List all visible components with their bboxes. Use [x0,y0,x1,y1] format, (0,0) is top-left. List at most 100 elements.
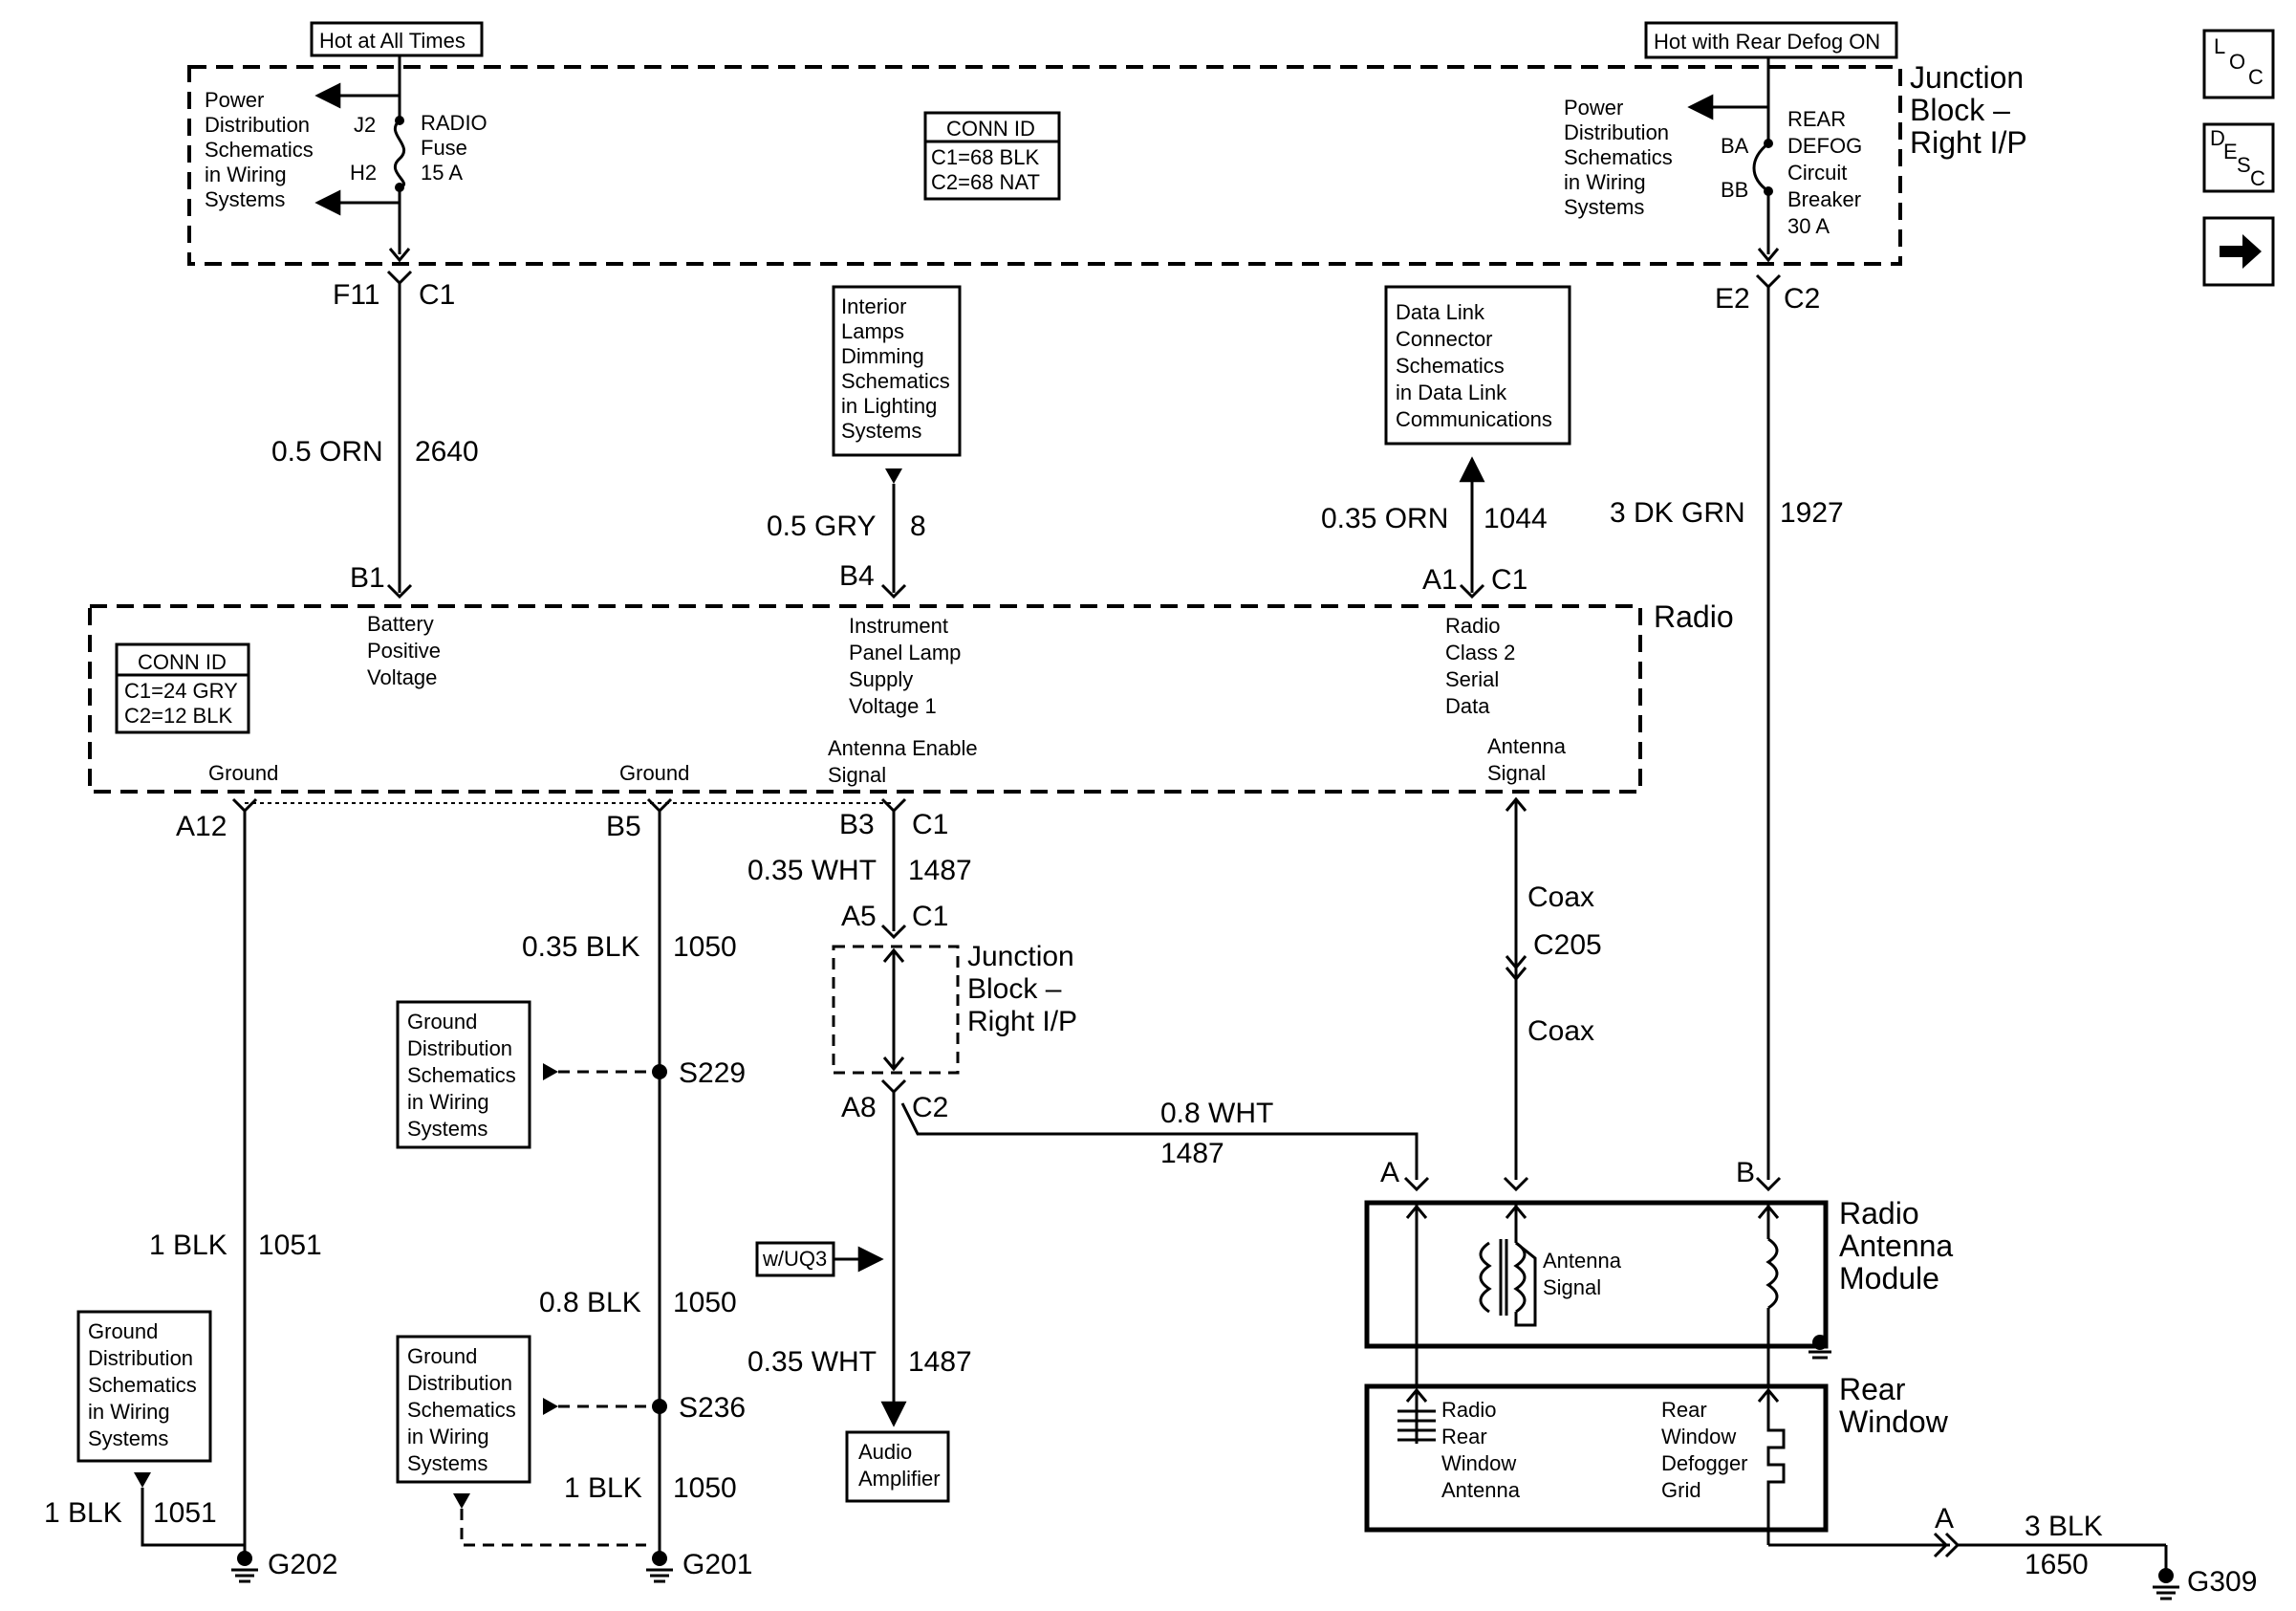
radio-antenna-enable-label: Antenna Enable Signal [828,736,978,787]
svg-text:Block –: Block – [967,973,1062,1005]
radio-title: Radio [1654,599,1734,634]
svg-text:Power: Power [1564,96,1623,120]
wire-1blk-label: 1 BLK [149,1230,227,1261]
radio-class2-label: Radio Class 2 Serial Data [1445,614,1515,718]
svg-text:Rear: Rear [1661,1398,1707,1422]
svg-text:Hot at All Times: Hot at All Times [319,29,466,53]
svg-text:Instrument: Instrument [849,614,948,638]
pin-h2: H2 [350,161,377,185]
jb-pin-a5-c1: C1 [912,901,948,932]
jb-pin-a5: A5 [841,901,877,932]
radio-pin-b3: B3 [839,809,875,840]
svg-text:C1=24 GRY: C1=24 GRY [124,679,238,703]
radio-battery-label: Battery Positive Voltage [367,612,441,689]
radio-ground-1: Ground [208,761,278,785]
svg-text:Schematics: Schematics [1564,145,1673,169]
svg-text:Amplifier: Amplifier [858,1467,941,1491]
wire-08blk-label: 0.8 BLK [539,1287,641,1318]
pin-e2: E2 [1715,283,1750,315]
wire-1blk-b-label: 1 BLK [44,1497,122,1529]
splice-s229: S229 [679,1057,746,1089]
svg-text:REAR: REAR [1787,107,1846,131]
svg-text:Interior: Interior [841,294,906,318]
svg-text:Fuse: Fuse [421,136,467,160]
svg-text:Radio: Radio [1445,614,1500,638]
ground-g201: G201 [682,1549,752,1580]
loc-button[interactable]: L O C [2202,29,2275,99]
radio-fuse-label: RADIO Fuse 15 A [421,111,487,185]
wire-1050-b-label: 1050 [673,1287,737,1318]
wire-1blk-1050-label: 1 BLK [564,1472,642,1504]
wire-035wht-label: 0.35 WHT [747,855,877,886]
svg-text:Block –: Block – [1910,93,2010,127]
wire-1050-c-label: 1050 [673,1472,737,1504]
radio-pin-b3-c1: C1 [912,809,948,840]
module-pin-a: A [1380,1157,1399,1188]
junction-block-top [187,65,1902,266]
svg-text:Signal: Signal [1543,1275,1601,1299]
audio-amplifier-box: Audio Amplifier [845,1430,950,1503]
radio-antenna-signal-label: Antenna Signal [1487,734,1567,785]
svg-text:Breaker: Breaker [1787,187,1861,211]
radio-ip-lamp-label: Instrument Panel Lamp Supply Voltage 1 [849,614,961,718]
svg-text:w/UQ3: w/UQ3 [762,1247,827,1271]
wire-1051-label: 1051 [258,1230,322,1261]
svg-text:Ground: Ground [88,1319,158,1343]
jb-pin-a8: A8 [841,1092,877,1123]
wire-1044-label: 1044 [1484,503,1548,534]
next-page-button[interactable] [2202,216,2275,287]
svg-text:in Wiring: in Wiring [205,163,287,186]
svg-text:Signal: Signal [1487,761,1546,785]
wire-1487-a-label: 1487 [908,855,972,886]
svg-text:RADIO: RADIO [421,111,487,135]
ground-icon-g201 [646,1568,673,1583]
svg-text:in Wiring: in Wiring [407,1425,489,1448]
rear-window-pin-a: A [1935,1503,1954,1535]
wire-2640-label: 2640 [415,436,479,468]
svg-text:Right I/P: Right I/P [967,1006,1077,1037]
desc-button[interactable]: D E S C [2202,122,2275,193]
svg-text:S: S [2237,153,2251,177]
svg-text:Distribution: Distribution [205,113,310,137]
radio-antenna-module [1364,1200,1829,1349]
svg-text:Voltage 1: Voltage 1 [849,694,937,718]
jb-pin-a8-c2: C2 [912,1092,948,1123]
pin-c1-top: C1 [419,279,455,311]
svg-text:15 A: 15 A [421,161,463,185]
svg-text:Antenna Enable: Antenna Enable [828,736,978,760]
wire-gry-label: 0.5 GRY [767,511,877,542]
svg-text:Dimming: Dimming [841,344,924,368]
rear-window-defogger-label: Rear Window Defogger Grid [1661,1398,1748,1502]
svg-text:C2=68 NAT: C2=68 NAT [931,170,1040,194]
svg-text:Antenna: Antenna [1839,1229,1953,1263]
splice-s236: S236 [679,1392,746,1424]
ground-icon-module [1809,1350,1831,1360]
svg-text:Systems: Systems [407,1451,487,1475]
svg-text:Distribution: Distribution [407,1371,512,1395]
ground-g202: G202 [268,1549,337,1580]
junction-block-mid [832,945,960,1075]
svg-text:Power: Power [205,88,264,112]
ground-dist-ref-box-3: Ground Distribution Schematics in Wiring… [396,1335,531,1484]
junction-block-top-title: Junction Block – Right I/P [1910,60,2027,160]
svg-text:Panel Lamp: Panel Lamp [849,641,961,664]
svg-text:Systems: Systems [841,419,921,443]
svg-text:Antenna: Antenna [1487,734,1567,758]
wire-orn-label: 0.5 ORN [271,436,383,468]
svg-text:DEFOG: DEFOG [1787,134,1862,158]
svg-text:Connector: Connector [1396,327,1493,351]
pin-f11: F11 [333,279,379,311]
interior-lamps-ref-box: Interior Lamps Dimming Schematics in Lig… [832,285,962,457]
pin-ba: BA [1721,134,1749,158]
svg-text:Systems: Systems [205,187,285,211]
hot-at-all-times-label: Hot at All Times [310,21,484,57]
svg-text:in Data Link: in Data Link [1396,381,1507,404]
svg-text:Module: Module [1839,1261,1939,1295]
svg-text:in Lighting: in Lighting [841,394,937,418]
pin-j2: J2 [354,113,376,137]
wire-8-label: 8 [910,511,926,542]
svg-text:Schematics: Schematics [205,138,314,162]
svg-text:Positive: Positive [367,639,441,663]
conn-id-radio: CONN ID C1=24 GRY C2=12 BLK [115,642,250,734]
